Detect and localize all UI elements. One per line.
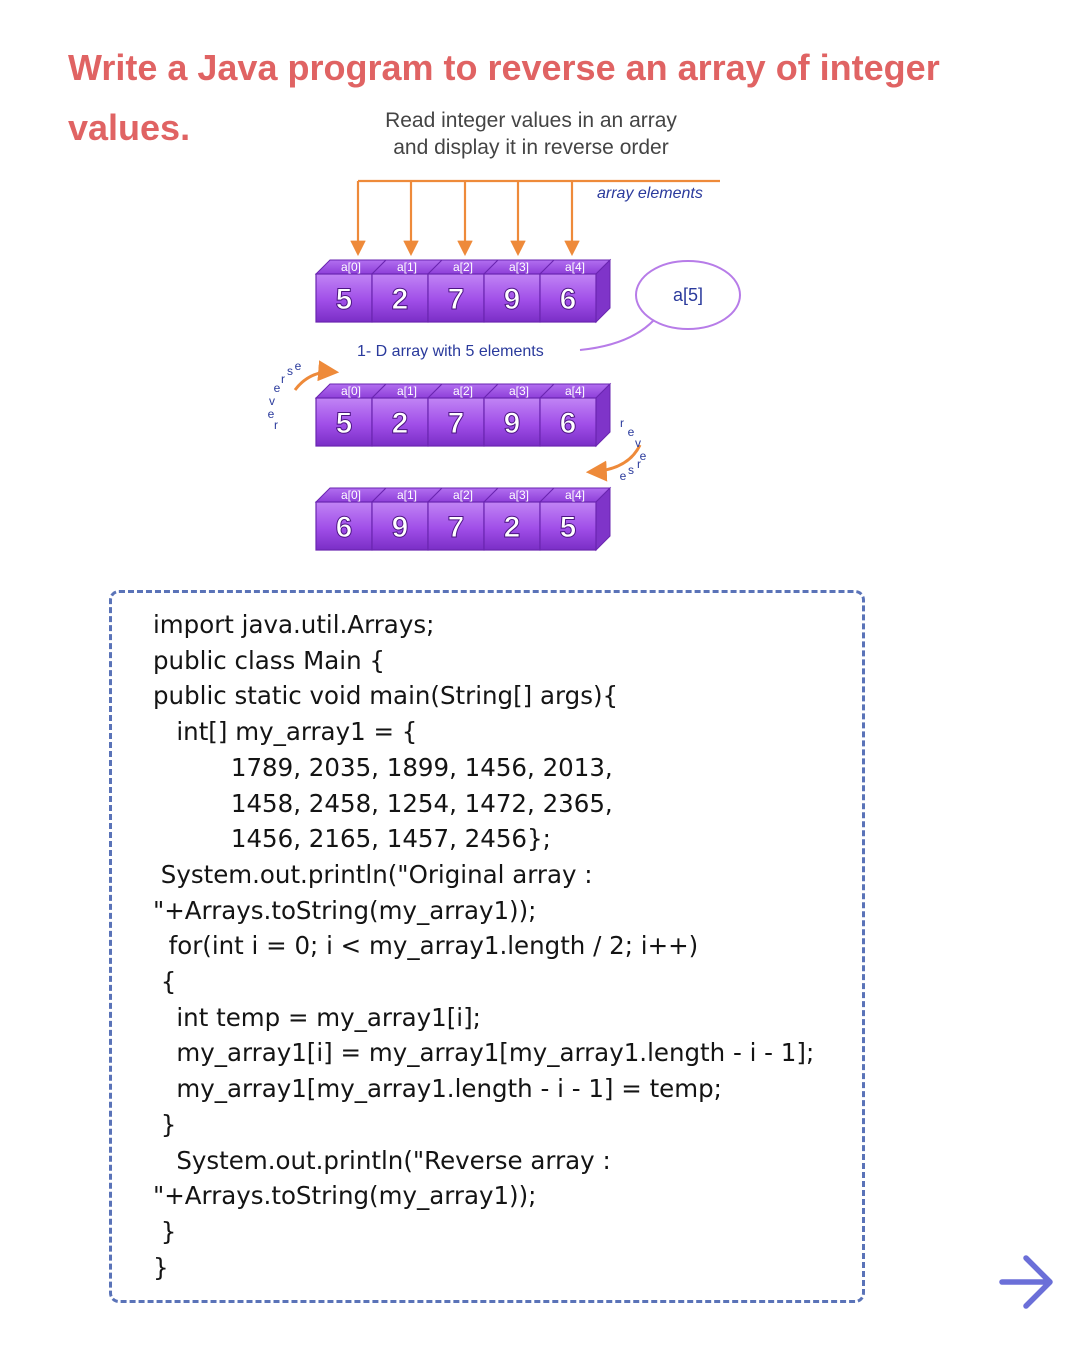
- reverse-letter: r: [620, 416, 624, 430]
- array-cell: a[3] 9: [482, 259, 556, 323]
- code-line: import java.util.Arrays;: [153, 610, 435, 639]
- array-row-reversing: a[0] 5 a[1] 2 a[2] 7 a[3] 9 a[4] 6: [314, 382, 612, 448]
- cell-value: 7: [448, 511, 465, 544]
- array-cell: a[4] 5: [538, 486, 612, 552]
- reverse-letter: e: [620, 469, 627, 483]
- reverse-letter: v: [269, 394, 275, 408]
- code-line: int[] my_array1 = {: [153, 717, 418, 747]
- code-line: "+Arrays.toString(my_array1));: [153, 895, 537, 925]
- cell-value: 9: [504, 407, 521, 440]
- index-label: a[2]: [453, 488, 473, 502]
- index-label: a[0]: [341, 384, 361, 398]
- cell-value: 6: [560, 407, 577, 440]
- array-cell: a[4] 6: [538, 258, 612, 324]
- reverse-letter: e: [295, 359, 302, 373]
- page-title: Write a Java program to reverse an array…: [68, 47, 940, 148]
- index-label: a[1]: [397, 384, 417, 398]
- code-line: "+Arrays.toString(my_array1));: [153, 1181, 537, 1211]
- array-cell: a[2] 7: [426, 259, 500, 323]
- array-cell: a[0] 5: [314, 259, 388, 323]
- bubble-label: a[5]: [673, 285, 703, 305]
- code-line: }: [153, 1252, 169, 1282]
- array-cell: a[3] 9: [482, 383, 556, 447]
- code-line: System.out.println("Reverse array :: [153, 1145, 611, 1175]
- array-reverse-diagram: Read integer values in an array and disp…: [268, 109, 741, 552]
- index-label: a[1]: [397, 260, 417, 274]
- reverse-letter: s: [287, 364, 293, 378]
- caption-line-2: and display it in reverse order: [393, 136, 668, 159]
- array-cell: a[2] 7: [426, 383, 500, 447]
- code-box: [109, 590, 865, 1303]
- index-label: a[4]: [565, 488, 585, 502]
- reverse-arrow-right: reverse: [585, 416, 647, 483]
- array-row-reversed: a[0] 6 a[1] 9 a[2] 7 a[3] 2 a[4] 5: [314, 486, 612, 552]
- code-line: }: [153, 1109, 177, 1139]
- index-label: a[3]: [509, 384, 529, 398]
- code-line: int temp = my_array1[i];: [153, 1002, 481, 1032]
- code-line: System.out.println("Original array :: [153, 859, 593, 889]
- cell-value: 5: [336, 283, 353, 316]
- code-line: 1789, 2035, 1899, 1456, 2013,: [153, 752, 613, 782]
- index-label: a[4]: [565, 384, 585, 398]
- reverse-letter: r: [281, 372, 285, 386]
- java-code-block: import java.util.Arrays; public class Ma…: [153, 607, 814, 1285]
- reverse-letter: r: [274, 418, 278, 432]
- code-line: public class Main {: [153, 645, 385, 675]
- code-line: public static void main(String[] args){: [153, 681, 619, 711]
- reverse-letter: v: [635, 436, 641, 450]
- arrow-right-icon[interactable]: [996, 1250, 1056, 1314]
- index-label: a[0]: [341, 488, 361, 502]
- index-label: a[3]: [509, 260, 529, 274]
- cell-value: 6: [560, 283, 577, 316]
- array-cell: a[1] 2: [370, 383, 444, 447]
- cell-value: 5: [336, 407, 353, 440]
- cell-value: 6: [336, 511, 353, 544]
- reverse-letter: e: [640, 449, 647, 463]
- code-line: for(int i = 0; i < my_array1.length / 2;…: [153, 931, 699, 961]
- array-elements-label: array elements: [597, 185, 703, 202]
- caption-line-1: Read integer values in an array: [385, 109, 677, 132]
- code-line: 1458, 2458, 1254, 1472, 2365,: [153, 788, 613, 818]
- cell-value: 7: [448, 407, 465, 440]
- cell-value: 7: [448, 283, 465, 316]
- index-label: a[0]: [341, 260, 361, 274]
- speech-bubble: a[5]: [579, 260, 741, 351]
- cell-value: 2: [392, 407, 409, 440]
- reverse-letter: e: [274, 381, 281, 395]
- reverse-letter: e: [628, 425, 635, 439]
- index-label: a[4]: [565, 260, 585, 274]
- array-cell: a[0] 5: [314, 383, 388, 447]
- array-cell: a[4] 6: [538, 382, 612, 448]
- cell-value: 5: [560, 511, 577, 544]
- code-line: 1456, 2165, 1457, 2456};: [153, 824, 551, 854]
- cell-value: 9: [504, 283, 521, 316]
- array-row-original: a[0] 5 a[1] 2 a[2] 7 a[3] 9 a[4] 6: [314, 258, 612, 324]
- index-label: a[1]: [397, 488, 417, 502]
- cell-value: 2: [392, 283, 409, 316]
- index-label: a[2]: [453, 260, 473, 274]
- reverse-letter: e: [268, 407, 275, 421]
- cell-value: 2: [504, 511, 521, 544]
- array-description-label: 1- D array with 5 elements: [357, 343, 544, 360]
- array-cell: a[1] 9: [370, 487, 444, 551]
- code-line: my_array1[i] = my_array1[my_array1.lengt…: [153, 1038, 815, 1068]
- index-label: a[3]: [509, 488, 529, 502]
- input-arrows: [350, 179, 720, 257]
- array-cell: a[0] 6: [314, 487, 388, 551]
- reverse-letter: s: [628, 463, 634, 477]
- array-cell: a[2] 7: [426, 487, 500, 551]
- code-line: {: [153, 967, 177, 997]
- cell-value: 9: [392, 511, 409, 544]
- code-line: my_array1[my_array1.length - i - 1] = te…: [153, 1074, 722, 1104]
- array-cell: a[1] 2: [370, 259, 444, 323]
- index-label: a[2]: [453, 384, 473, 398]
- code-line: }: [153, 1216, 177, 1246]
- reverse-letter: r: [637, 457, 641, 471]
- array-cell: a[3] 2: [482, 487, 556, 551]
